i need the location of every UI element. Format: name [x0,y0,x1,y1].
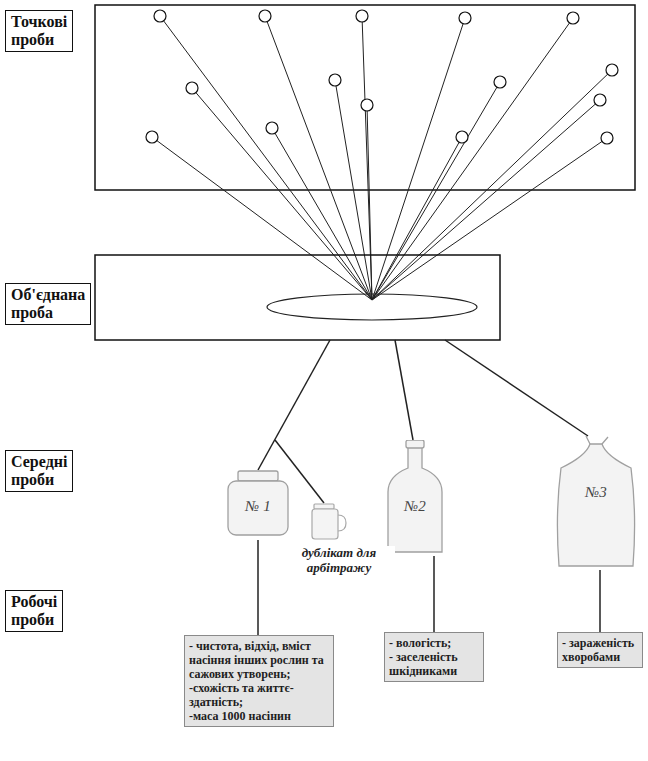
test-item: - вологість; [389,636,479,650]
convergence-lines [152,16,612,300]
sample-jar: № 1 [222,468,294,540]
sample-bottle: №2 [384,440,446,556]
duplicate-note: дублікат для арбітражу [283,546,395,576]
test-item: - заселеність шкідниками [389,650,479,678]
stage-name: Середні проби [11,453,67,489]
test-item: -маса 1000 насінин [189,709,329,723]
stage-name: Об'єднана проба [11,286,85,322]
combined-sample-area [95,255,500,340]
connector-line [599,570,601,632]
working-sample-box: - зараженість хворобами [557,632,643,668]
connector-line [433,556,435,632]
sample-bag: №3 [553,434,639,570]
sample-number: №3 [553,484,639,501]
stage-name: Точкові проби [11,13,67,49]
stage-name: Робочі проби [11,593,57,629]
working-sample-box: - чистота, відхід, вміст насіння інших р… [184,635,334,727]
working-sample-box: - вологість;- заселеність шкідниками [384,632,484,682]
duplicate-cup [312,504,346,539]
combined-sample-oval [267,294,477,320]
test-item: -схожість та життє- здатність; [189,681,329,709]
row-label: Об'єднана проба [5,283,91,325]
sample-number: №2 [384,498,446,515]
test-item: - чистота, відхід, вміст насіння інших р… [189,639,329,681]
test-item: - зараженість хворобами [562,636,638,664]
row-label: Точкові проби [5,10,73,52]
row-label: Середні проби [5,450,73,492]
point-sample-circles [146,10,618,144]
sample-bag-outline [553,434,639,570]
connector-line [257,540,259,635]
sample-number: № 1 [222,498,294,515]
row-label: Робочі проби [5,590,63,632]
